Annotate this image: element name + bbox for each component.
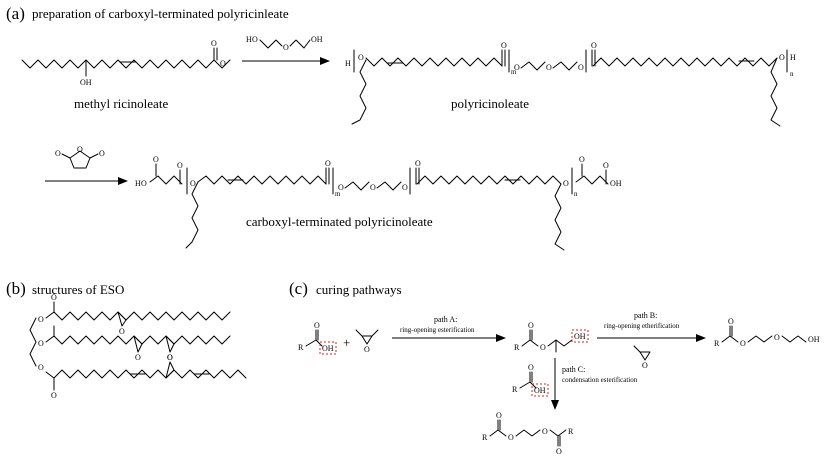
path-a-sub: ring-opening esterification (400, 326, 475, 334)
atom-h-poly-right: H (790, 53, 796, 62)
atom-r-prodB: R (714, 339, 720, 348)
atom-o-eso-1: O (38, 315, 44, 324)
sub-n-ct: n (574, 190, 578, 198)
path-b-sub: ring-opening etherification (604, 322, 680, 330)
atom-o-prodA-co: O (528, 321, 534, 330)
panel-b-title: structures of ESO (32, 282, 124, 297)
atom-oh-acid-c: OH (534, 386, 546, 395)
atom-o-eso-ep2: O (135, 353, 141, 362)
atom-ho-deg: H (246, 35, 252, 44)
atom-o-carbonyl-poly-right: O (591, 41, 597, 50)
atom-r-prodC-left: R (482, 433, 488, 442)
atom-o-ct-right-acid-co: O (603, 161, 609, 170)
atom-o-anh-right: O (99, 149, 105, 158)
atom-o-poly-left: O (358, 53, 364, 62)
atom-o-poly-mid2: O (546, 63, 552, 72)
atom-oh-prodB: OH (808, 335, 820, 344)
diester-product: R O O O O R (482, 411, 574, 456)
atom-o-ct-left-ester: O (190, 179, 196, 188)
atom-o-anh-left: O (55, 149, 61, 158)
eso-structure: O O O O O O O O O (29, 293, 247, 400)
sub-m-poly: m (511, 68, 517, 76)
atom-r-acid-c: R (512, 385, 518, 394)
atom-o-ct-mid2: O (370, 183, 376, 192)
panel-c-letter: (c) (289, 279, 308, 298)
path-a-title: path A: (434, 315, 457, 324)
atom-o-poly-mid3: O (578, 63, 584, 72)
atom-o-ct-left-carbonyl: O (153, 155, 159, 164)
atom-o-ct-left-acid: O (141, 179, 147, 188)
panel-a-letter: (a) (6, 4, 25, 23)
atom-o-epoxide-b: O (642, 361, 648, 370)
atom-o-eso-3: O (38, 363, 44, 372)
plus-sign: + (343, 335, 350, 350)
atom-oh-acid: OH (322, 344, 334, 353)
atom-o-eso-c3: O (51, 391, 57, 400)
atom-o-epoxide: O (364, 345, 370, 354)
atom-o-ct-mid1: O (338, 183, 344, 192)
atom-r-prodC-right: R (568, 427, 574, 436)
panel-a-title: preparation of carboxyl-terminated polyr… (32, 6, 289, 21)
atom-o-ct-right-carbonyl: O (579, 155, 585, 164)
atom-h-poly: H (345, 59, 351, 68)
atom-o-anh-ring: O (77, 145, 83, 154)
atom-o-poly-mid1: O (514, 63, 520, 72)
succinic-anhydride-structure: O O O (55, 145, 105, 169)
polyricinoleate-structure: H O O m O O O O O H n (345, 41, 796, 127)
atom-o-ct-carbonyl-n: O (415, 159, 421, 168)
atom-o1-deg: O (252, 35, 258, 44)
atom-o-ct-right-ester: O (563, 179, 569, 188)
atom-o-prodA-ester: O (540, 343, 546, 352)
sub-n-poly: n (790, 70, 794, 78)
epoxide-reagent-path-b: O (633, 345, 651, 370)
label-methyl-ricinoleate: methyl ricinoleate (74, 96, 168, 111)
atom-o-carbonyl-poly-left: O (501, 41, 507, 50)
atom-o-ct-mid3: O (402, 183, 408, 192)
ether-product: R O O O OH (714, 317, 820, 348)
atom-r-acid: R (298, 343, 304, 352)
atom-o-ct-carbonyl-m: O (325, 159, 331, 168)
atom-o-prodC-co1: O (496, 411, 502, 420)
atom-r-prodA: R (514, 343, 520, 352)
acid-reagent-path-c: R O OH (512, 363, 549, 397)
atom-o-ct-left-carbonyl2: O (177, 161, 183, 170)
panel-b-letter: (b) (6, 279, 26, 298)
atom-o-eso-ep4: O (167, 353, 173, 362)
atom-oh-ct-right: OH (610, 179, 622, 188)
atom-o-eso-2: O (38, 339, 44, 348)
atom-o-prodB-ester: O (740, 339, 746, 348)
atom-o-prodB-co: O (728, 317, 734, 326)
diethylene-glycol-structure: H O O OH (246, 35, 323, 52)
label-ct-polyricinoleate: carboxyl-terminated polyricinoleate (246, 214, 433, 229)
atom-ho-ct-left: H (135, 179, 141, 188)
methyl-ricinoleate-structure: OH O O (21, 39, 231, 87)
atom-oh-prodA: OH (574, 332, 586, 341)
atom-o-eso-ep3: O (167, 353, 173, 362)
path-b-title: path B: (634, 311, 657, 320)
hydroxy-ester-product: R O O OH (514, 321, 589, 353)
epoxide-reactant: O (355, 329, 379, 354)
atom-o-acid: O (314, 321, 320, 330)
atom-o-prodC-e1: O (508, 433, 514, 442)
atom-o-carbonyl-methyl: O (211, 39, 217, 48)
atom-o-prodC-co2: O (556, 447, 562, 456)
atom-oh-deg: OH (311, 35, 323, 44)
atom-o-eso-c1: O (51, 293, 57, 302)
atom-o2-deg: O (283, 43, 289, 52)
sub-m-ct: m (335, 190, 341, 198)
ct-polyricinoleate-structure: H O O O O O m O O O O O n O O (135, 155, 622, 251)
atom-o-acid-c: O (528, 363, 534, 372)
atom-o-prodB-ether: O (774, 333, 780, 342)
atom-oh-methyl: OH (80, 78, 92, 87)
atom-o-poly-right: O (779, 53, 785, 62)
atom-o-prodC-e2: O (542, 427, 548, 436)
label-polyricinoleate: polyricinoleate (451, 96, 529, 111)
atom-o-ester-methyl: O (220, 59, 226, 68)
path-c-title: path C: (562, 365, 585, 374)
path-c-sub: condensation esterification (562, 376, 638, 384)
atom-o-eso-ep1: O (119, 327, 125, 336)
panel-c-title: curing pathways (316, 282, 402, 297)
carboxylic-acid-reactant: R O OH (298, 321, 337, 355)
